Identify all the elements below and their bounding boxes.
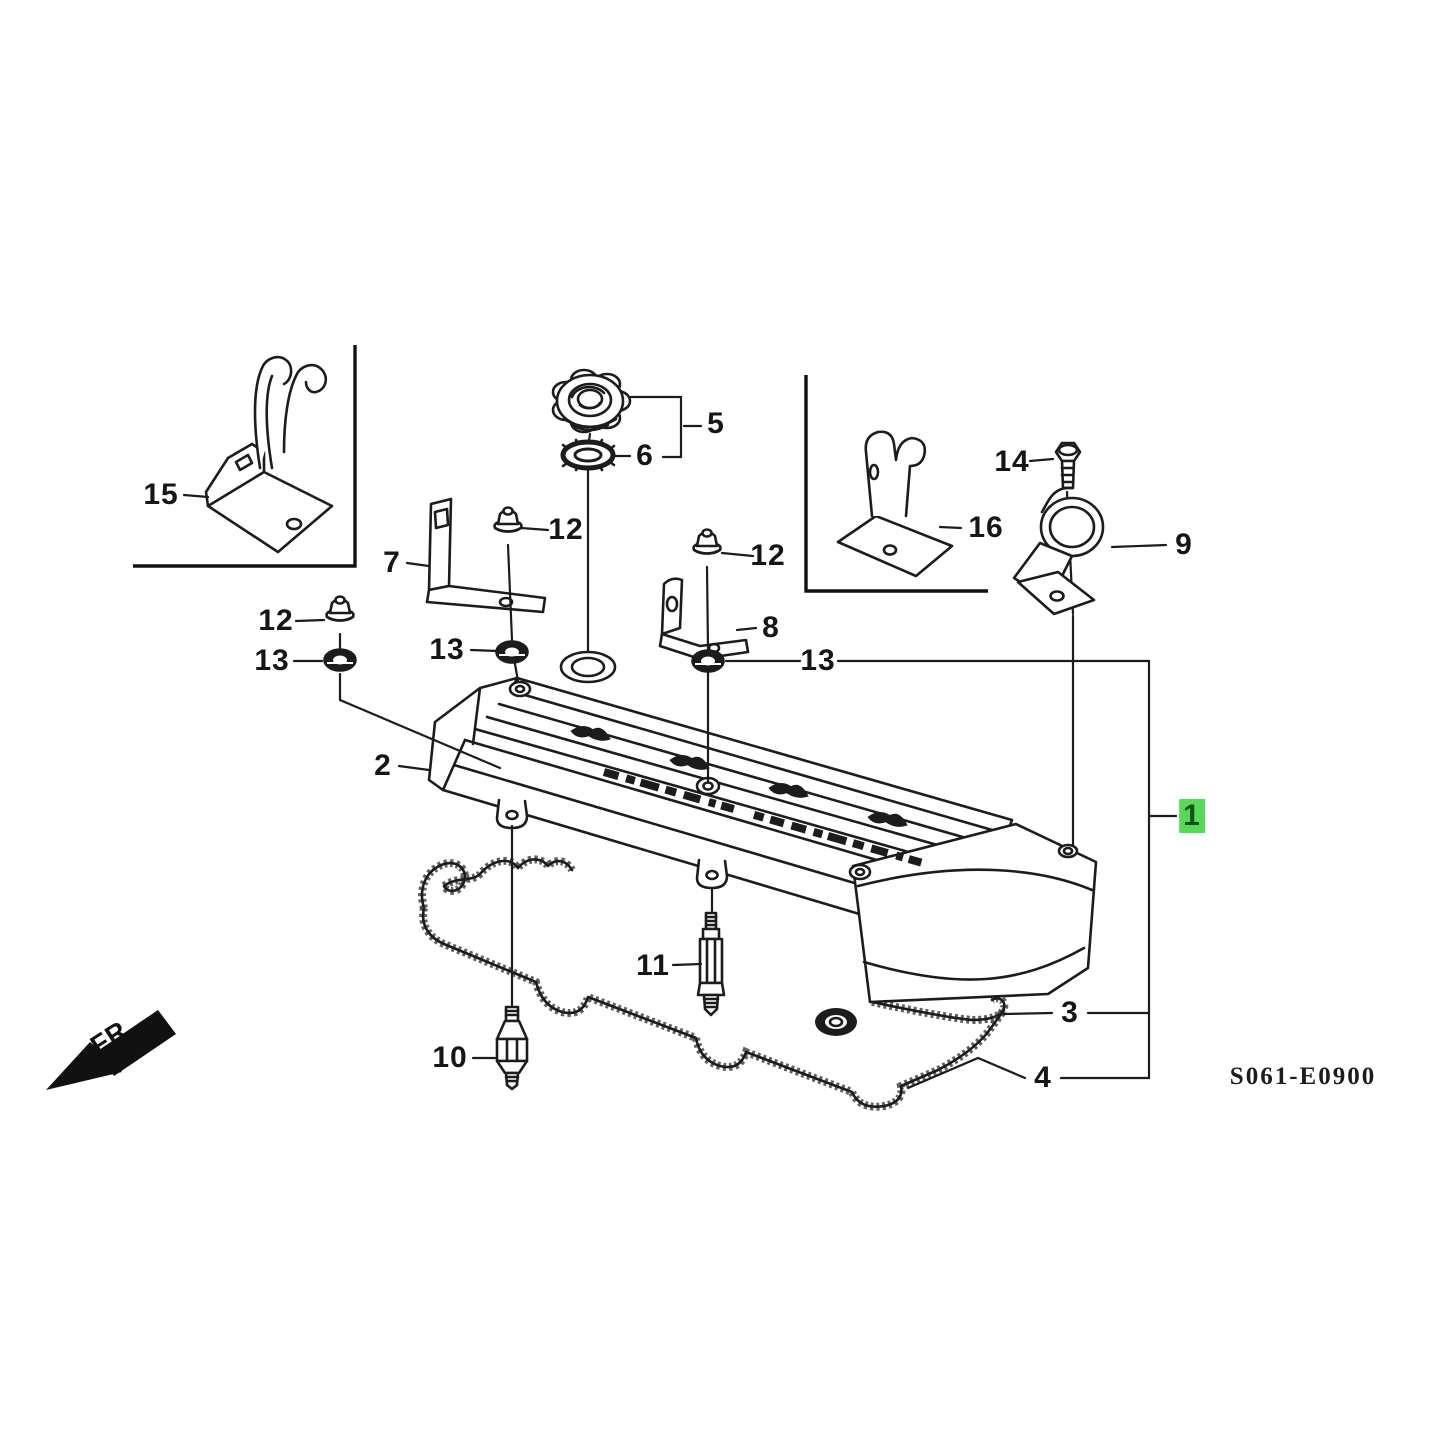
part-label-13[interactable]: 13 bbox=[254, 644, 290, 677]
part-9-clamp-drawing bbox=[1012, 486, 1105, 616]
part-label-16[interactable]: 16 bbox=[968, 511, 1004, 544]
diagram-code: S061-E0900 bbox=[1229, 1063, 1377, 1090]
part-label-12[interactable]: 12 bbox=[750, 539, 786, 572]
part-label-1[interactable]: 1 bbox=[1179, 799, 1205, 833]
part-5-oil-cap-drawing bbox=[551, 368, 632, 434]
part-11-stud-bolt-drawing bbox=[696, 911, 726, 1017]
part-label-12[interactable]: 12 bbox=[548, 513, 584, 546]
inset-frame-right bbox=[804, 375, 988, 593]
part-label-9[interactable]: 9 bbox=[1175, 528, 1193, 561]
leader-lines bbox=[182, 395, 1178, 1090]
part-label-4[interactable]: 4 bbox=[1034, 1061, 1052, 1094]
part-label-6[interactable]: 6 bbox=[636, 439, 654, 472]
part-label-3[interactable]: 3 bbox=[1061, 996, 1079, 1029]
part-16-bracket-drawing bbox=[836, 430, 954, 578]
part-label-11[interactable]: 11 bbox=[636, 949, 670, 982]
part-label-13[interactable]: 13 bbox=[429, 633, 465, 666]
part-14-bolt-drawing bbox=[1054, 441, 1082, 490]
part-3-gasket-drawing bbox=[418, 855, 1009, 1111]
part-label-15[interactable]: 15 bbox=[143, 478, 179, 511]
part-13-grommet-drawing bbox=[323, 640, 725, 673]
part-label-14[interactable]: 14 bbox=[994, 445, 1030, 478]
part-6-cap-seal-drawing bbox=[560, 438, 616, 472]
part-7-bracket-drawing bbox=[425, 497, 547, 614]
part-label-7[interactable]: 7 bbox=[383, 546, 401, 579]
part-label-8[interactable]: 8 bbox=[762, 611, 780, 644]
part-12-nut-drawing bbox=[325, 506, 722, 622]
part-label-5[interactable]: 5 bbox=[707, 407, 725, 440]
part-8-bracket-drawing bbox=[658, 577, 750, 661]
part-label-2[interactable]: 2 bbox=[374, 749, 392, 782]
part-15-bracket-drawing bbox=[204, 355, 334, 554]
inset-frame-left bbox=[133, 345, 357, 568]
front-direction-arrow bbox=[46, 1010, 176, 1090]
part-label-10[interactable]: 10 bbox=[432, 1041, 468, 1074]
part-label-13[interactable]: 13 bbox=[800, 644, 836, 677]
part-2-valve-cover-drawing bbox=[427, 650, 1098, 1004]
part-label-12[interactable]: 12 bbox=[258, 604, 294, 637]
tube-seal-ring bbox=[815, 1008, 857, 1036]
part-10-stud-bolt-drawing bbox=[495, 1005, 529, 1091]
